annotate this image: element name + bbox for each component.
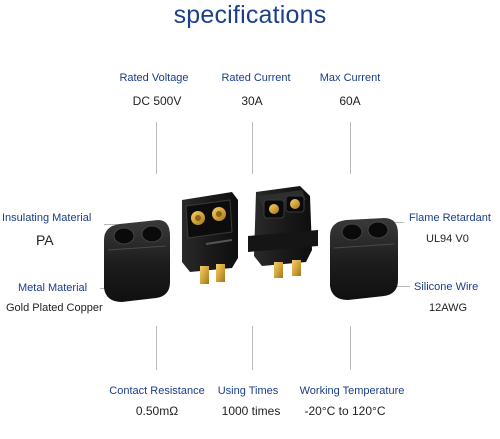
left-sheath-cap-icon bbox=[104, 220, 170, 302]
male-connector-icon bbox=[182, 192, 238, 284]
leader-line bbox=[350, 122, 351, 174]
leader-line bbox=[350, 326, 351, 370]
leader-line bbox=[104, 224, 130, 225]
right-sheath-cap-icon bbox=[330, 218, 398, 300]
insulating-material-value: PA bbox=[36, 232, 54, 248]
max-current-label: Max Current bbox=[319, 72, 381, 84]
working-temperature-label: Working Temperature bbox=[299, 385, 405, 397]
using-times-value: 1000 times bbox=[221, 404, 281, 418]
using-times-label: Using Times bbox=[217, 385, 279, 397]
flame-retardant-label: Flame Retardant bbox=[409, 212, 491, 224]
female-connector-icon bbox=[248, 186, 318, 278]
flame-retardant-value: UL94 V0 bbox=[426, 233, 469, 245]
leader-line bbox=[156, 122, 157, 174]
working-temperature-value: -20°C to 120°C bbox=[304, 404, 386, 418]
silicone-wire-value: 12AWG bbox=[429, 302, 468, 314]
leader-line bbox=[156, 326, 157, 370]
rated-voltage-label: Rated Voltage bbox=[119, 72, 189, 84]
contact-resistance-value: 0.50mΩ bbox=[135, 404, 179, 418]
metal-material-value: Gold Plated Copper bbox=[6, 302, 103, 314]
page-title: specifications bbox=[173, 1, 327, 29]
leader-line bbox=[252, 326, 253, 370]
contact-resistance-label: Contact Resistance bbox=[109, 385, 205, 397]
metal-material-label: Metal Material bbox=[18, 282, 88, 294]
leader-line bbox=[252, 122, 253, 174]
rated-current-value: 30A bbox=[241, 94, 263, 108]
insulating-material-label: Insulating Material bbox=[2, 212, 92, 224]
rated-current-label: Rated Current bbox=[221, 72, 291, 84]
rated-voltage-value: DC 500V bbox=[132, 94, 182, 108]
max-current-value: 60A bbox=[339, 94, 361, 108]
silicone-wire-label: Silicone Wire bbox=[414, 281, 479, 293]
